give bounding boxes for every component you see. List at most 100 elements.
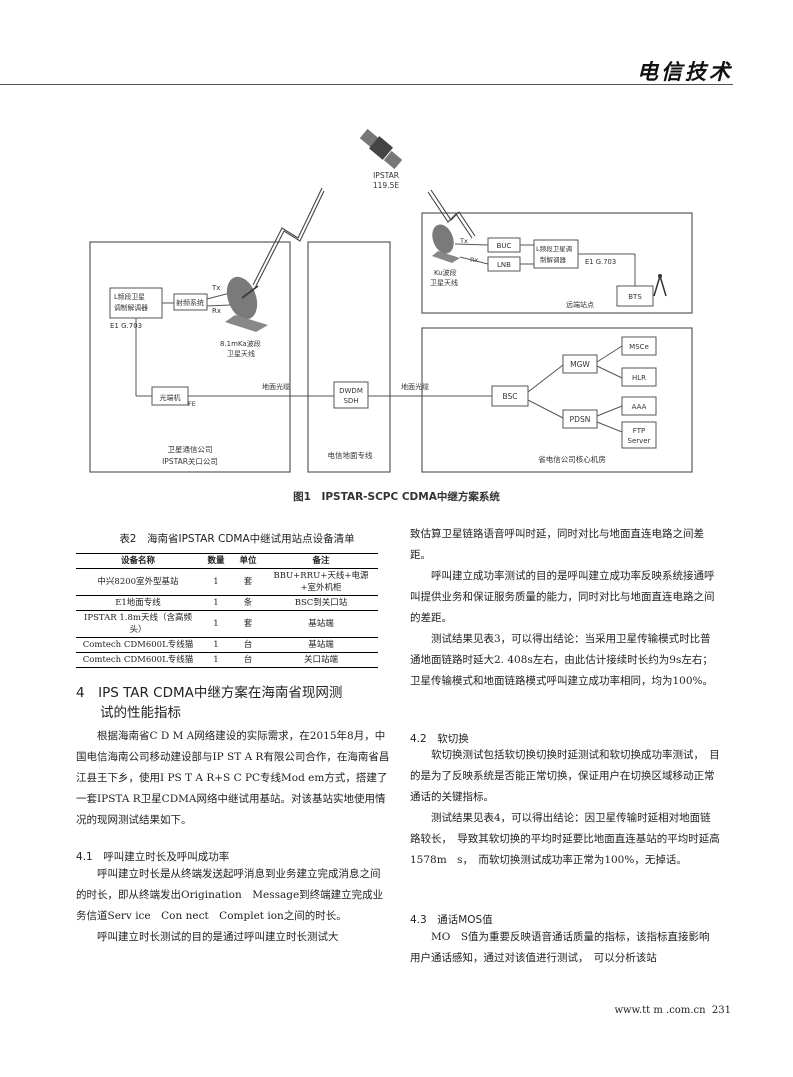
table-cell: 关口站端 xyxy=(303,655,338,665)
table-cell: 1 xyxy=(213,655,219,665)
lnb-label: LNB xyxy=(497,261,511,269)
table-cell: IPSTAR 1.8m天线（含高频头） xyxy=(84,613,192,635)
footer-url: www.tt m .com.cn xyxy=(614,1005,706,1016)
figure-caption: 图1 IPSTAR-SCPC CDMA中继方案系统 xyxy=(293,491,500,503)
equipment-table: 设备名称 数量 单位 备注 中兴8200室外型基站 1 套 BBU+RRU+天线… xyxy=(76,553,378,668)
table-row: 中兴8200室外型基站 1 套 BBU+RRU+天线+电源+室外机柜 xyxy=(76,569,378,596)
mid-region xyxy=(307,241,391,473)
page-footer: www.tt m .com.cn 231 xyxy=(614,1005,731,1016)
hub-rf-label: 射频系统 xyxy=(176,298,204,307)
aaa-box xyxy=(621,396,657,416)
remote-modem-label: L频段卫星调制解调器 xyxy=(536,244,572,264)
table-header: 单位 xyxy=(239,556,257,566)
table-cell: 套 xyxy=(243,577,253,587)
table-row: IPSTAR 1.8m天线（含高频头） 1 套 基站端 xyxy=(76,611,378,638)
mgw-label: MGW xyxy=(570,360,590,369)
table-cell: 台 xyxy=(243,640,253,650)
right-paragraph-3: 测试结果见表3，可以得出结论：当采用卫星传输模式时比普通地面链路时延大2. 40… xyxy=(410,633,714,687)
fiber-link-1-label: 地面光缆 xyxy=(262,382,290,391)
buc-label: BUC xyxy=(497,242,512,250)
table-cell: 套 xyxy=(243,619,253,629)
core-region xyxy=(421,327,693,473)
table-cell: Comtech CDM600L专线猫 xyxy=(82,655,194,665)
mgw-box xyxy=(562,354,598,374)
section-4-1-paragraph-2: 呼叫建立时长测试的目的是通过呼叫建立时长测试大 xyxy=(97,931,339,943)
remote-rx-label: Rx xyxy=(470,256,479,264)
bsc-box xyxy=(491,385,529,407)
satellite-position: 119.5E xyxy=(373,181,399,190)
section-4-1-heading: 4.1 呼叫建立时长及呼叫成功率 xyxy=(76,851,230,863)
section-4-2-paragraph-2: 测试结果见表4，可以得出结论：因卫星传输时延相对地面链路较长， 导致其软切换的平… xyxy=(410,812,720,866)
section-4-1-paragraph-1: 呼叫建立时长是从终端发送起呼消息到业务建立完成消息之间的时长，即从终端发出Ori… xyxy=(76,868,384,922)
hlr-label: HLR xyxy=(632,374,646,382)
right-paragraph-2: 呼叫建立成功率测试的目的是呼叫建立成功率反映系统接通呼叫提供业务和保证服务质量的… xyxy=(410,570,715,624)
section-4-paragraph: 根据海南省C D M A网络建设的实际需求，在2015年8月，中国电信海南公司移… xyxy=(76,730,390,826)
remote-e1-label: E1 G.703 xyxy=(585,258,616,266)
msce-box xyxy=(621,336,657,356)
core-region-label: 省电信公司核心机房 xyxy=(538,454,606,464)
table-cell: 台 xyxy=(243,655,253,665)
table-row: Comtech CDM600L专线猫 1 台 基站端 xyxy=(76,638,378,653)
section-4-title-line-1: 4 IPS TAR CDMA中继方案在海南省现网测 xyxy=(76,685,343,701)
section-4-2-heading: 4.2 软切换 xyxy=(410,733,469,745)
right-column-top: 致估算卫星链路语音呼叫时延，同时对比与地面直连电路之间差距。 呼叫建立成功率测试… xyxy=(410,524,720,692)
table-header: 设备名称 xyxy=(120,556,155,566)
hub-e1-label: E1 G.703 xyxy=(110,322,142,330)
table-header-row: 设备名称 数量 单位 备注 xyxy=(76,553,378,569)
hub-fe-label: FE xyxy=(188,400,196,408)
bts-antenna-icon xyxy=(653,274,667,297)
right-paragraph-1: 致估算卫星链路语音呼叫时延，同时对比与地面直连电路之间差距。 xyxy=(410,528,704,561)
pdsn-box xyxy=(562,409,598,429)
hub-tx-label: Tx xyxy=(211,284,220,292)
table-cell: Comtech CDM600L专线猫 xyxy=(82,640,194,650)
section-4-1-body: 呼叫建立时长是从终端发送起呼消息到业务建立完成消息之间的时长，即从终端发出Ori… xyxy=(76,864,390,948)
hub-rf-box xyxy=(173,293,208,311)
remote-region xyxy=(421,212,693,314)
section-4-3-heading: 4.3 通话MOS值 xyxy=(410,914,493,926)
section-4-3-paragraph-1: MO S值为重要反映语音通话质量的指标，该指标直接影响用户通话感知，通过对该值进… xyxy=(410,931,710,964)
section-4-title-line-2: 试的性能指标 xyxy=(100,705,181,721)
table-cell: E1地面专线 xyxy=(115,598,161,608)
table-cell: 基站端 xyxy=(308,640,334,650)
section-4-3-body: MO S值为重要反映语音通话质量的指标，该指标直接影响用户通话感知，通过对该值进… xyxy=(410,927,720,969)
table-cell: 1 xyxy=(213,598,219,608)
remote-ant-label: Ku波段卫星天线 xyxy=(430,268,458,287)
table-cell: 1 xyxy=(213,577,219,587)
table-header: 备注 xyxy=(312,556,330,566)
journal-brand: 电信技术 xyxy=(637,59,733,84)
bts-box xyxy=(616,285,654,307)
section-4-2-paragraph-1: 软切换测试包括软切换切换时延测试和软切换成功率测试， 目的是为了反映系统是否能正… xyxy=(410,749,720,803)
uplink-bolt xyxy=(252,187,323,286)
downlink-bolt xyxy=(427,191,473,239)
pdsn-label: PDSN xyxy=(570,415,591,424)
table-caption: 表2 海南省IPSTAR CDMA中继试用站点设备清单 xyxy=(119,533,355,545)
table-cell: 1 xyxy=(213,640,219,650)
system-diagram: IPSTAR 119.5E L频段卫星调制解调器 E1 G.703 射频系统 T… xyxy=(89,128,693,473)
hub-ant-label: 8.1mKa波段卫星天线 xyxy=(220,339,261,358)
remote-region-label: 远端站点 xyxy=(566,300,594,309)
remote-tx-label: Tx xyxy=(459,237,468,245)
fiber-link-2-label: 地面光缆 xyxy=(401,382,429,391)
page-number: 231 xyxy=(711,1005,731,1016)
mid-region-label: 电信地面专线 xyxy=(328,450,373,460)
dwdm-box xyxy=(333,381,369,409)
remote-modem-box xyxy=(533,239,579,269)
satellite-icon xyxy=(359,128,403,170)
hub-dish-icon xyxy=(225,276,268,332)
table-cell: 条 xyxy=(243,598,253,608)
msce-label: MSCe xyxy=(629,343,649,351)
bsc-label: BSC xyxy=(502,392,517,401)
remote-dish-icon xyxy=(432,224,460,263)
section-4-body: 根据海南省C D M A网络建设的实际需求，在2015年8月，中国电信海南公司移… xyxy=(76,726,390,831)
table-cell: 中兴8200室外型基站 xyxy=(97,577,179,587)
header-rule xyxy=(0,84,733,85)
table-row: E1地面专线 1 条 BSC到关口站 xyxy=(76,596,378,611)
hub-region xyxy=(89,241,291,473)
ftp-box xyxy=(621,421,657,449)
table-cell: 基站端 xyxy=(308,619,334,629)
hub-fiber-label: 光端机 xyxy=(160,393,181,402)
hlr-box xyxy=(621,367,657,387)
